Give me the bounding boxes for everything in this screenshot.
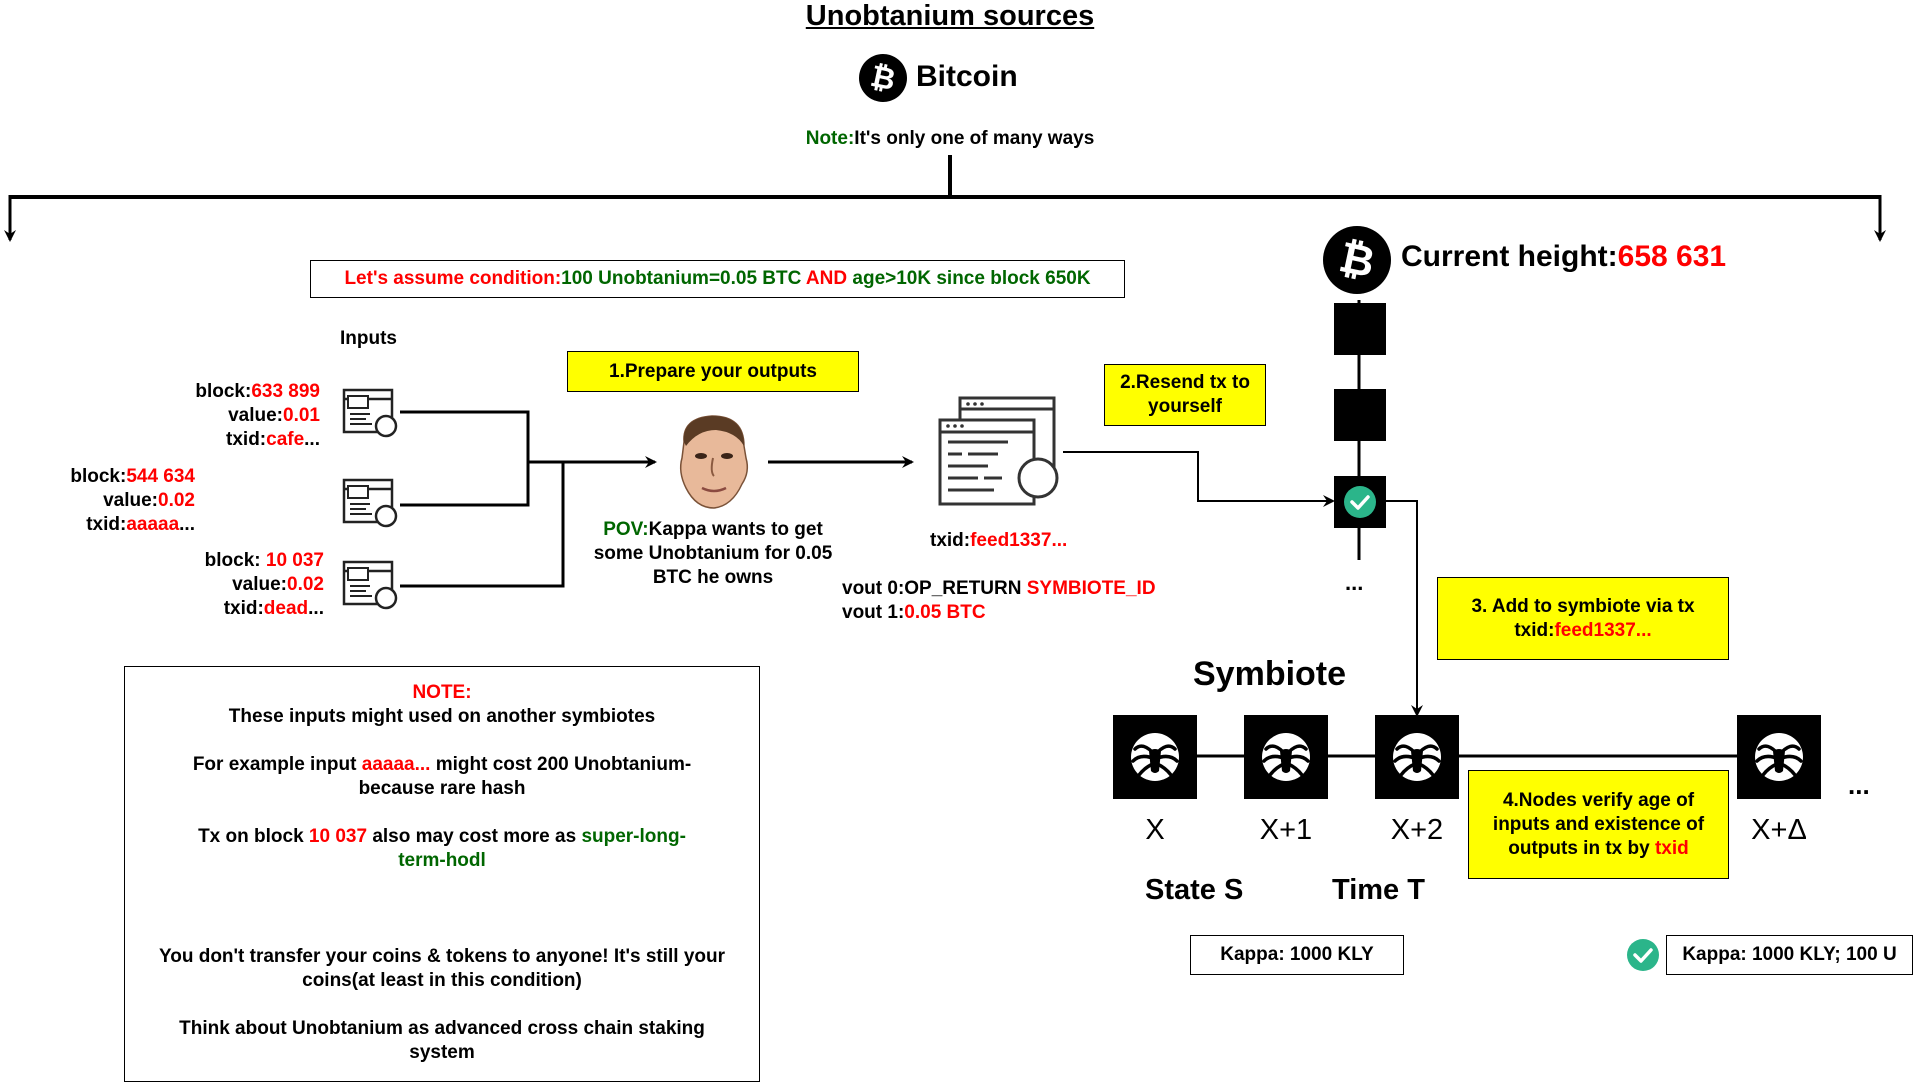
- transaction-icon: [342, 478, 398, 528]
- note-prefix: Note:: [805, 128, 855, 149]
- node-label-x: X: [1145, 814, 1165, 846]
- chain-block: [1334, 303, 1386, 355]
- step4-box: 4.Nodes verify age of inputs and existen…: [1468, 770, 1729, 879]
- state-label: State S: [1145, 874, 1244, 906]
- note-text: It's only one of many ways: [854, 128, 1095, 149]
- node-label-x2: X+2: [1390, 814, 1444, 846]
- bitcoin-label: Bitcoin: [916, 60, 1018, 93]
- transaction-icon: [342, 560, 398, 610]
- chain-block-checked: [1334, 476, 1386, 528]
- condition-box: Let's assume condition:100 Unobtanium=0.…: [310, 260, 1125, 298]
- time-label: Time T: [1332, 874, 1425, 906]
- spider-icon: [1131, 733, 1179, 781]
- tx-id: txid:feed1337...: [930, 530, 1068, 551]
- condition-part1: 100 Unobtanium=0.05 BTC: [561, 268, 802, 289]
- symbiote-title: Symbiote: [1193, 655, 1347, 693]
- balance-before: Kappa: 1000 KLY: [1190, 935, 1404, 975]
- spider-icon: [1262, 733, 1310, 781]
- node-label-x1: X+1: [1259, 814, 1313, 846]
- step1-box: 1.Prepare your outputs: [567, 351, 859, 392]
- page-title: Unobtanium sources: [805, 0, 1095, 32]
- check-icon: [1344, 486, 1376, 518]
- symbiote-node: [1244, 715, 1328, 799]
- symbiote-node: [1113, 715, 1197, 799]
- spider-icon: [1393, 733, 1441, 781]
- input-label-3: block: 10 037 value:0.02 txid:dead...: [204, 550, 324, 619]
- bitcoin-icon: ₿: [1323, 226, 1391, 294]
- transaction-icon: [342, 388, 398, 438]
- step2-box: 2.Resend tx to yourself: [1104, 364, 1266, 426]
- note-example: For example input aaaaa... might cost 20…: [192, 754, 692, 799]
- transaction-icon: [938, 396, 1059, 506]
- inputs-title: Inputs: [340, 328, 397, 349]
- condition-and: AND: [801, 268, 853, 289]
- input-label-1: block:633 899 value:0.01 txid:cafe...: [195, 381, 320, 450]
- tx-outputs: vout 0:OP_RETURN SYMBIOTE_ID vout 1:0.05…: [842, 577, 1156, 625]
- condition-part2: age>10K since block 650K: [852, 268, 1091, 289]
- note-box: NOTE: These inputs might used on another…: [124, 666, 760, 1082]
- spider-icon: [1755, 733, 1803, 781]
- note-think: Think about Unobtanium as advanced cross…: [179, 1018, 705, 1063]
- symbiote-node: [1375, 715, 1459, 799]
- chain-block: [1334, 389, 1386, 441]
- note-line1: These inputs might used on another symbi…: [228, 706, 656, 727]
- note-line: Note:It's only one of many ways: [750, 128, 1150, 150]
- note-transfer: You don't transfer your coins & tokens t…: [158, 946, 726, 991]
- input-label-2: block:544 634 value:0.02 txid:aaaaa...: [70, 466, 195, 535]
- condition-prefix: Let's assume condition:: [344, 268, 562, 289]
- tx-vout1: vout 1:0.05 BTC: [842, 602, 986, 623]
- tx-vout0: vout 0:OP_RETURN SYMBIOTE_ID: [842, 578, 1156, 599]
- note-heading: NOTE:: [412, 682, 472, 703]
- pov-text: POV:Kappa wants to get some Unobtanium f…: [593, 519, 833, 588]
- note-tx: Tx on block 10 037 also may cost more as…: [198, 826, 686, 871]
- symbiote-trailing-ellipsis: ...: [1848, 770, 1870, 800]
- bitcoin-icon: ₿: [859, 54, 907, 102]
- step3-box: 3. Add to symbiote via tx txid:feed1337.…: [1437, 577, 1729, 660]
- check-icon: [1627, 939, 1659, 971]
- avatar: [679, 415, 749, 509]
- node-label-xdelta: X+Δ: [1751, 814, 1807, 846]
- balance-after: Kappa: 1000 KLY; 100 U: [1666, 935, 1913, 975]
- chain-ellipsis: ...: [1345, 570, 1364, 595]
- current-height: Current height:658 631: [1401, 240, 1727, 273]
- symbiote-node: [1737, 715, 1821, 799]
